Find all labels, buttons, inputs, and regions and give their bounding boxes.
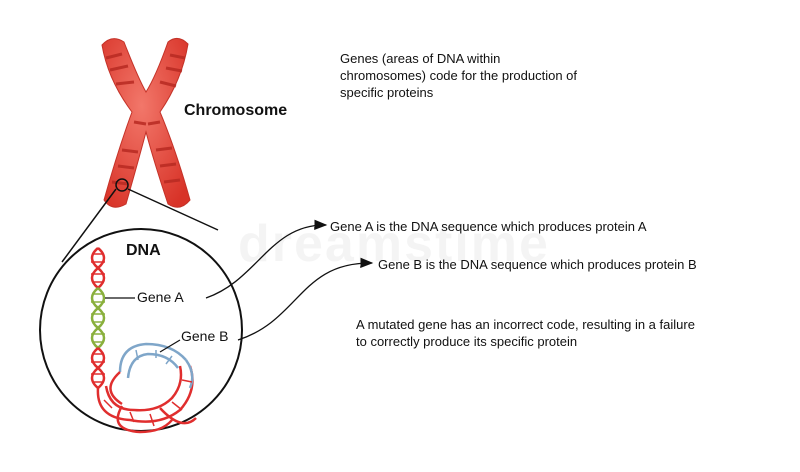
intro-line-2: chromosomes) code for the production of bbox=[340, 68, 578, 83]
mutation-note: A mutated gene has an incorrect code, re… bbox=[356, 316, 695, 350]
watermark: dreamstime bbox=[238, 214, 550, 274]
gene-a-note: Gene A is the DNA sequence which produce… bbox=[330, 219, 647, 234]
dna-base-pairs bbox=[91, 253, 193, 427]
mutation-line-2: to correctly produce its specific protei… bbox=[356, 334, 578, 349]
gene-b-note: Gene B is the DNA sequence which produce… bbox=[378, 257, 697, 272]
gene-b-pointer bbox=[159, 339, 181, 353]
mutation-line-1: A mutated gene has an incorrect code, re… bbox=[356, 317, 695, 332]
gene-b-arrow bbox=[237, 257, 374, 341]
gene-a-label: Gene A bbox=[137, 289, 184, 305]
zoom-line-left bbox=[61, 188, 117, 263]
chromosome-label: Chromosome bbox=[184, 102, 288, 119]
gene-b-label: Gene B bbox=[181, 328, 229, 344]
gene-a-arrow bbox=[205, 219, 328, 299]
intro-line-3: specific proteins bbox=[340, 85, 434, 100]
intro-text: Genes (areas of DNA within chromosomes) … bbox=[340, 50, 577, 101]
intro-line-1: Genes (areas of DNA within bbox=[340, 51, 501, 66]
dna-label: DNA bbox=[126, 242, 161, 259]
zoom-marker bbox=[115, 178, 129, 192]
chromosome-bands bbox=[105, 52, 186, 186]
zoom-line-right bbox=[127, 188, 219, 231]
chromosome bbox=[101, 38, 191, 208]
